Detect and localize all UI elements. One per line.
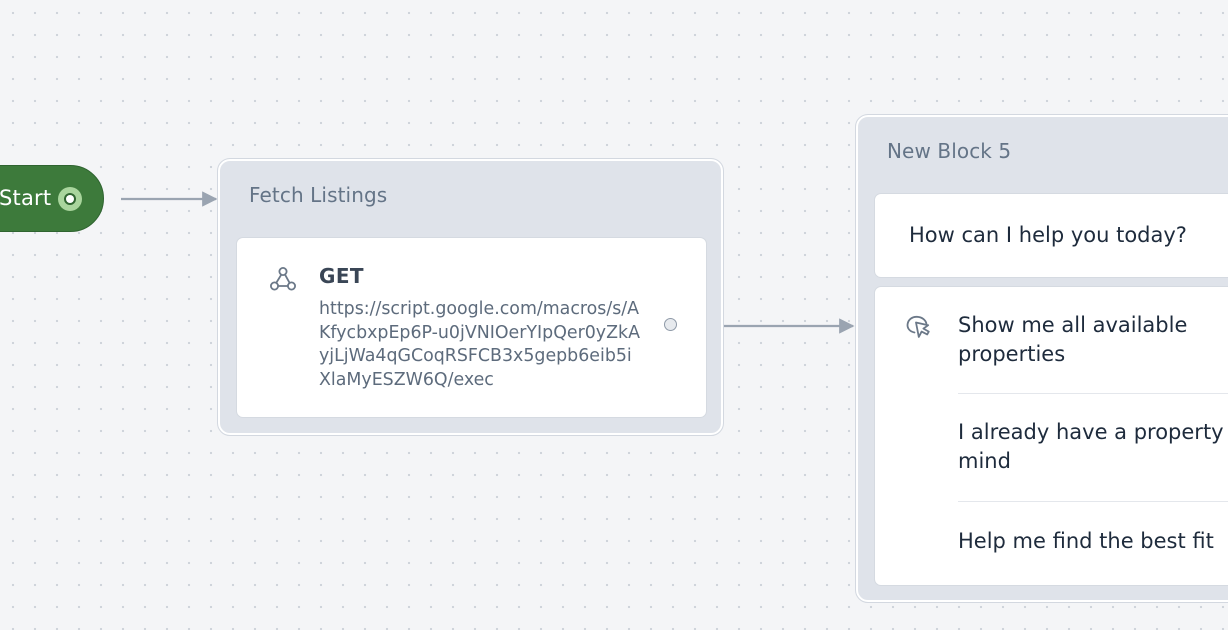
buttons-input-card[interactable]: Show me all available properties I alrea… bbox=[874, 286, 1228, 586]
block-title[interactable]: Fetch Listings bbox=[249, 183, 388, 207]
block-title[interactable]: New Block 5 bbox=[887, 139, 1012, 163]
http-method: GET bbox=[319, 264, 364, 288]
webhook-card[interactable]: GET https://script.google.com/macros/s/A… bbox=[236, 237, 707, 418]
choice-label-line: mind bbox=[958, 449, 1011, 473]
handle-dot-icon bbox=[66, 195, 74, 203]
webhook-output-handle[interactable] bbox=[664, 318, 677, 331]
start-label: Start bbox=[0, 186, 52, 210]
choice-divider bbox=[958, 393, 1228, 394]
bubble-text: How can I help you today? bbox=[909, 223, 1187, 247]
group-block-new-block-5[interactable]: New Block 5 How can I help you today? Sh… bbox=[855, 114, 1228, 603]
choice-label-line: Show me all available bbox=[958, 313, 1188, 337]
choice-divider bbox=[958, 501, 1228, 502]
text-bubble-card[interactable]: How can I help you today? bbox=[874, 193, 1228, 278]
pointer-click-icon bbox=[906, 315, 930, 338]
start-node[interactable]: Start bbox=[0, 165, 104, 232]
group-block-fetch-listings[interactable]: Fetch Listings GET https://script.google… bbox=[217, 158, 724, 436]
webhook-url: https://script.google.com/macros/s/AKfyc… bbox=[319, 299, 640, 390]
start-output-handle[interactable] bbox=[58, 187, 82, 211]
choice-item[interactable]: Help me find the best fit bbox=[958, 527, 1228, 556]
choice-label-line: properties bbox=[958, 342, 1066, 366]
choice-item[interactable]: I already have a property in mind bbox=[958, 418, 1228, 476]
choice-label-line: I already have a property in bbox=[958, 420, 1228, 444]
webhook-icon bbox=[270, 267, 296, 291]
choice-item[interactable]: Show me all available properties bbox=[958, 311, 1228, 369]
choice-label-line: Help me find the best fit bbox=[958, 529, 1214, 553]
